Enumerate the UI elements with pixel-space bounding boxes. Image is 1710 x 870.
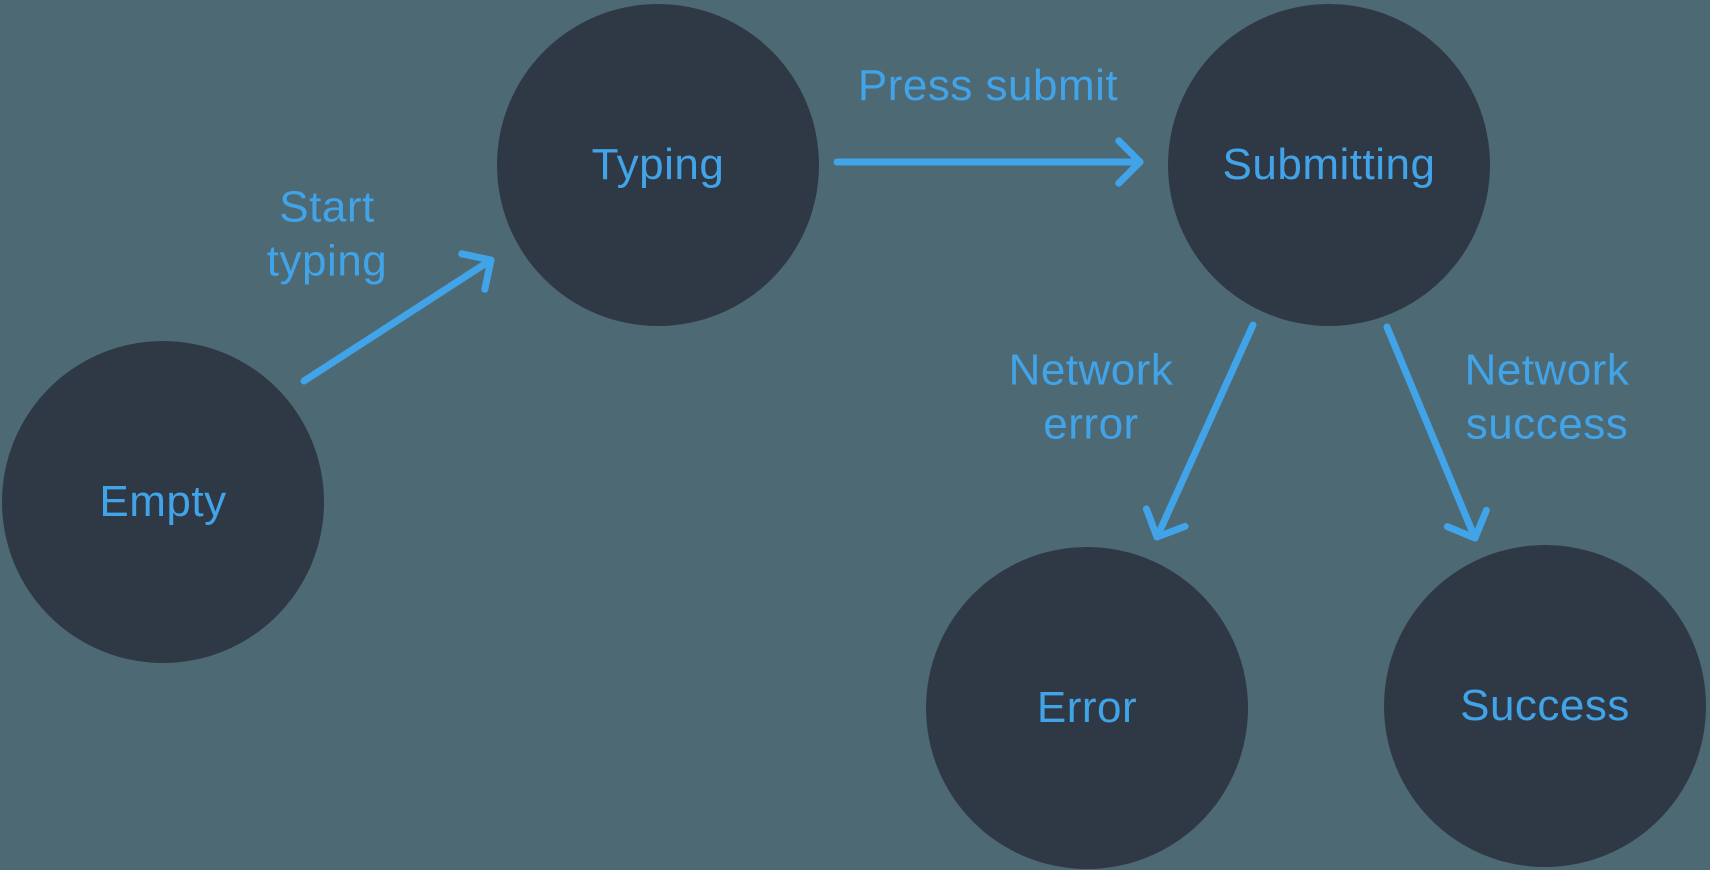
transition-label-start-typing: Start typing [266, 182, 388, 285]
state-node-success: Success [1384, 545, 1706, 867]
state-label-empty: Empty [99, 476, 227, 526]
transition-label-press-submit: Press submit [857, 61, 1119, 111]
arrow-press-submit [833, 137, 1144, 187]
state-node-error: Error [926, 547, 1248, 869]
transition-label-network-success: Network success [1464, 345, 1630, 448]
arrow-network-error [1142, 321, 1257, 541]
state-node-submitting: Submitting [1168, 4, 1490, 326]
state-node-empty: Empty [2, 341, 324, 663]
state-node-typing: Typing [497, 4, 819, 326]
state-label-success: Success [1460, 680, 1630, 730]
state-label-submitting: Submitting [1222, 139, 1436, 189]
transition-label-network-error: Network error [1008, 345, 1174, 448]
state-label-typing: Typing [591, 139, 725, 189]
state-label-error: Error [1036, 682, 1138, 732]
arrow-start-typing [300, 250, 495, 385]
arrow-network-success [1383, 323, 1490, 542]
